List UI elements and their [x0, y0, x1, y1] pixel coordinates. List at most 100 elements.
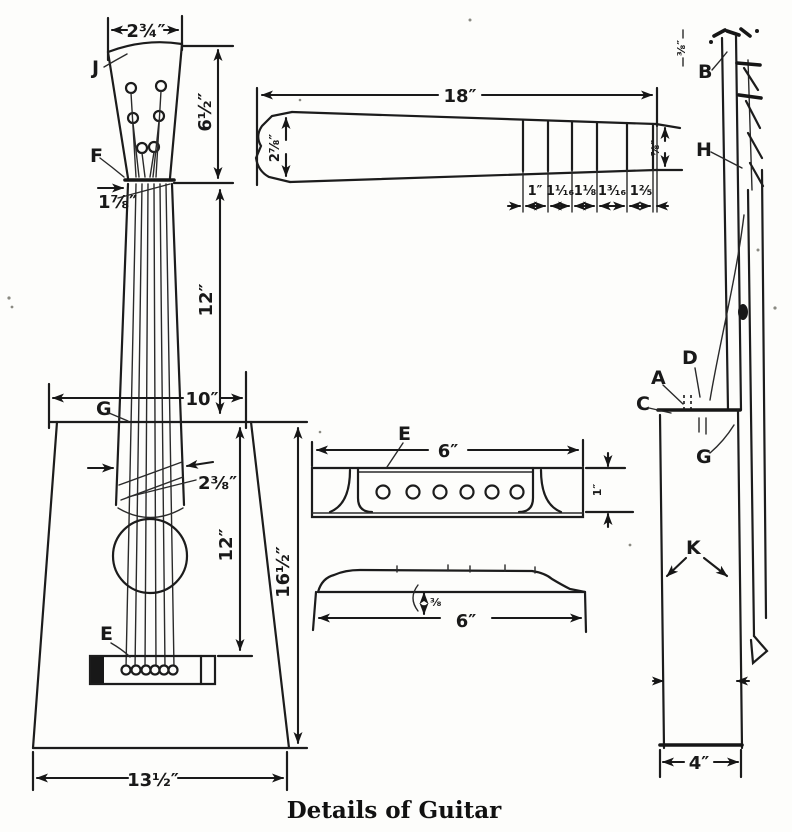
- dim-saddle-thickness: ⅜: [430, 596, 441, 609]
- dim-body-length: 16½″: [273, 546, 294, 598]
- dim-head-length: 6½″: [195, 92, 216, 131]
- dim-fret4: 1³⁄₁₆: [598, 184, 627, 199]
- ink-blot: [738, 304, 748, 320]
- bridge-detail-fillets: [328, 468, 563, 514]
- neck-left-edge: [114, 182, 130, 507]
- saddle-width-extensions: [311, 590, 588, 634]
- scan-speckles: [7, 18, 777, 547]
- dim-fret2: 1¹⁄₁₆: [546, 184, 575, 199]
- joint-glue-ticks: [698, 417, 707, 435]
- headstock-right-edge: [168, 42, 184, 180]
- fingerboard-end-arc: [117, 507, 184, 519]
- label-H-leader: [710, 151, 743, 169]
- label-G-side-leader: [709, 424, 735, 454]
- label-G-side: G: [696, 446, 712, 468]
- saddle-thickness-paren: [412, 584, 419, 612]
- label-E-bridge: E: [398, 423, 411, 445]
- head-length-extensions: [172, 44, 235, 185]
- bridge-front: [88, 654, 217, 686]
- dim-saddle-width: 6″: [456, 611, 477, 632]
- sound-hole: [111, 517, 189, 595]
- label-J: J: [90, 57, 99, 79]
- body-right-edge: [249, 420, 291, 750]
- neck-detail-top: [290, 110, 658, 126]
- dim-body-to-bridge: 12″: [216, 528, 237, 561]
- dim-fret5: 1⅖: [630, 184, 653, 199]
- dim-body-bottom-width: 13½″: [127, 770, 179, 791]
- label-A-leader: [662, 384, 684, 405]
- side-neck-left: [720, 36, 730, 412]
- head-extension-lines: [106, 14, 184, 62]
- joint-dowels: [683, 395, 692, 412]
- dim-neck-at-body: 2⅜″: [198, 473, 237, 494]
- body-top-extensions: [47, 370, 248, 430]
- dim-side-bottom-depth: 4″: [689, 753, 710, 774]
- label-F-leader: [99, 157, 125, 178]
- label-H: H: [696, 139, 712, 161]
- label-E-front-leader: [110, 642, 131, 658]
- neck-length-extensions: [255, 86, 659, 187]
- dim-nut-width: 1⅞″: [98, 192, 137, 213]
- headstock-left-edge: [106, 50, 130, 180]
- neck-width-leader: [127, 479, 197, 498]
- bridge-detail-inner: [356, 466, 535, 514]
- side-neck-curve: [709, 214, 745, 401]
- label-E-front: E: [100, 623, 113, 645]
- label-G-front-leader: [108, 412, 129, 422]
- dim-neck-tail-depth: ⅞″: [649, 140, 662, 156]
- figure-title: Details of Guitar: [287, 797, 502, 824]
- fret-extension-lines: [522, 125, 658, 213]
- side-body-back-edge: [658, 413, 666, 750]
- neck-detail: 18″ 2⅞″ ⅞″ 1″ 1¹⁄₁₆ 1⅛ 1³⁄₁₆ 1⅖: [254, 86, 684, 213]
- dim-head-thickness: ⅜″: [675, 40, 688, 56]
- side-fret-ticks: [735, 61, 763, 100]
- label-B-leader: [711, 51, 728, 71]
- dim-head-width: 2¾″: [126, 21, 165, 42]
- dim-fret1: 1″: [528, 184, 543, 199]
- label-C: C: [636, 393, 650, 415]
- dim-neck-length: 18″: [443, 86, 476, 107]
- label-A: A: [651, 367, 666, 389]
- neck-right-edge: [170, 182, 186, 507]
- saddle-top-ticks: [396, 564, 536, 574]
- saddle-top-profile: [316, 568, 587, 594]
- saddle-profile-detail: ⅜ 6″: [311, 564, 588, 634]
- label-B: B: [698, 61, 712, 83]
- neck-detail-head-end: [254, 110, 294, 184]
- dim-neck-head-depth: 2⅞″: [268, 134, 283, 163]
- front-view: 2¾″ J 6½″ F 1⅞″ 12″ 10″ G 2⅜″ 12″ 1: [31, 14, 309, 792]
- label-G-front: G: [96, 398, 112, 420]
- side-fret-hatch: [742, 66, 765, 188]
- fingerboard-end-hatch: [118, 461, 184, 501]
- side-neck-right: [734, 34, 743, 412]
- label-J-leader: [103, 53, 128, 68]
- dim-bridge-height: 1″: [591, 484, 604, 497]
- neck-detail-bottom: [288, 168, 658, 184]
- dim-bridge-width: 6″: [438, 441, 459, 462]
- label-C-leader: [648, 407, 672, 414]
- side-strip-right: [760, 168, 768, 620]
- label-D: D: [682, 347, 698, 369]
- bridge-detail-holes: [375, 484, 525, 500]
- side-fingerboard-line: [747, 59, 753, 191]
- side-strip-end: [749, 634, 769, 666]
- body-left-edge: [31, 420, 59, 750]
- label-E-bridge-leader: [386, 442, 404, 468]
- bridge-detail: E 6″ 1″: [310, 423, 635, 529]
- fret-lines: [521, 119, 655, 173]
- head-strings: [130, 90, 162, 178]
- bridge-width-extensions: [310, 438, 585, 468]
- bridge-detail-outline: [310, 466, 585, 519]
- side-strip-left: [746, 188, 756, 638]
- dim-fret3: 1⅛: [574, 184, 597, 199]
- bridge-height-extensions: [584, 466, 635, 514]
- dim-nut-to-body: 12″: [196, 283, 217, 316]
- label-K: K: [686, 537, 702, 559]
- headstock-top-edge: [106, 41, 184, 54]
- side-view: ⅜″ B H A D C G K: [636, 27, 769, 779]
- nut-width-leader: [117, 183, 171, 199]
- side-body-face-edge: [736, 408, 744, 750]
- label-D-leader: [694, 367, 701, 398]
